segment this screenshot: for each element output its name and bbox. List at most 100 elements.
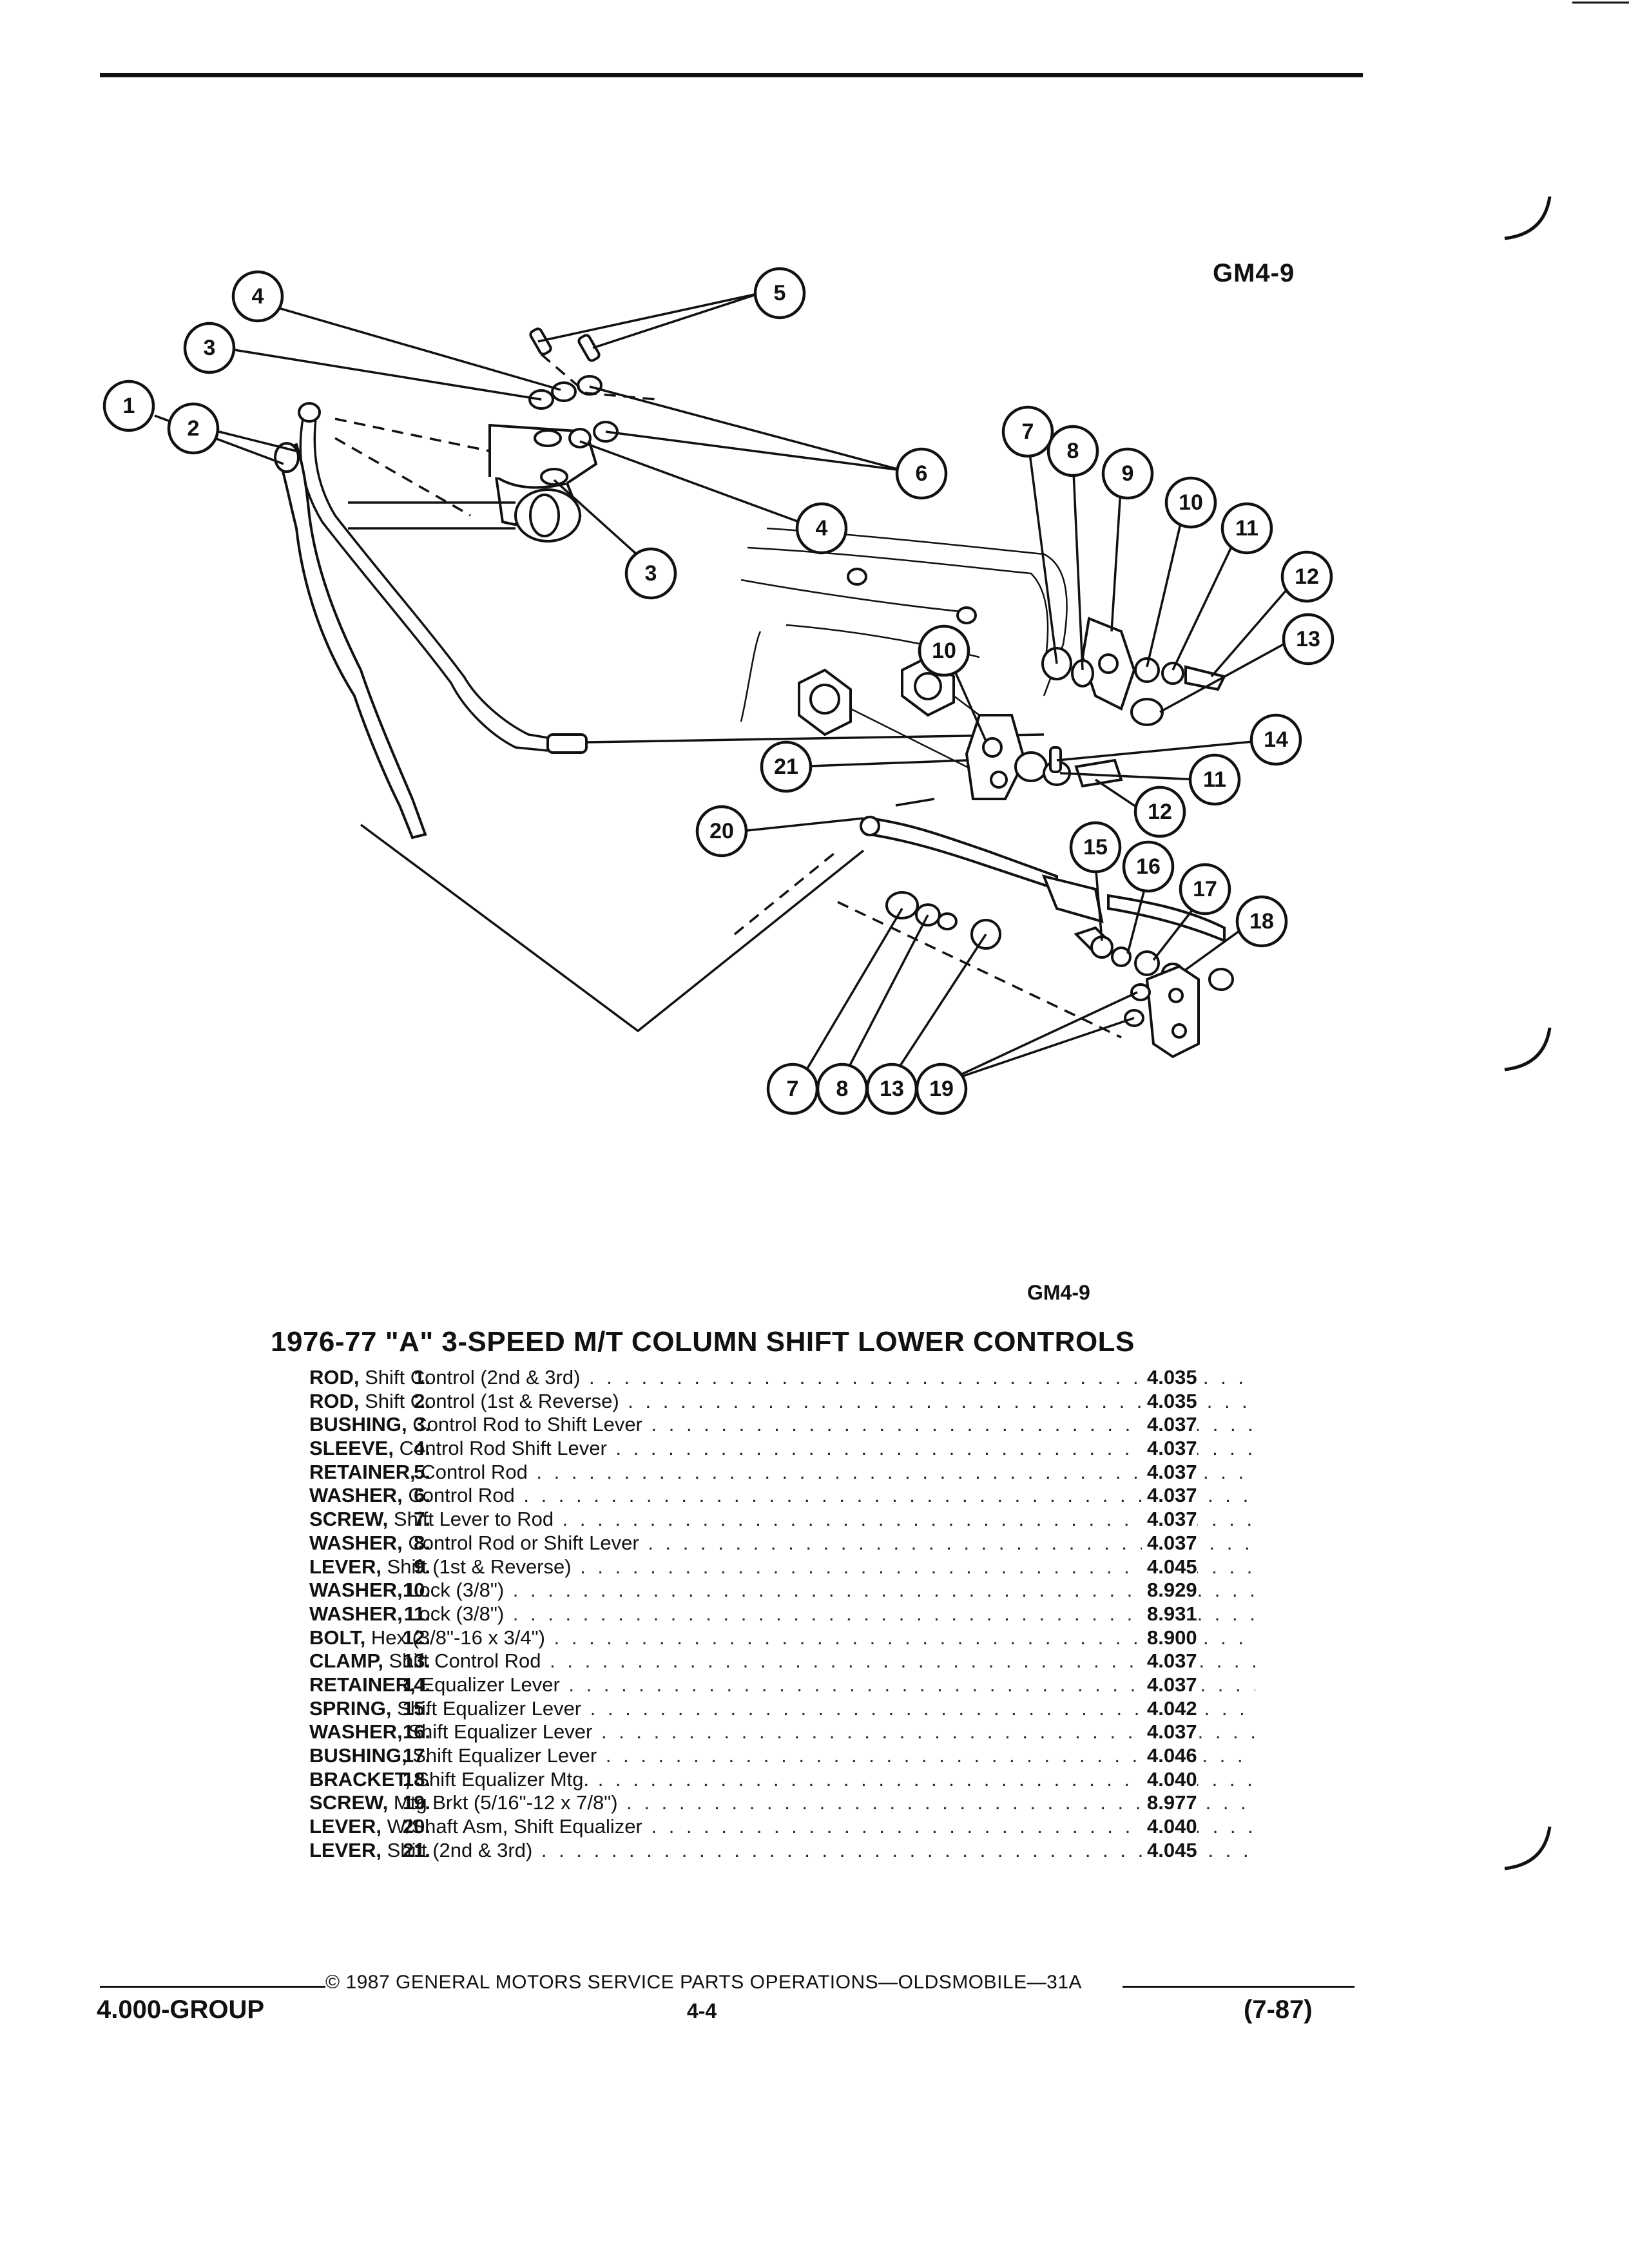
callout: 20 [695, 805, 748, 858]
callout-number: 8 [1067, 439, 1079, 463]
part-number: 4. [414, 1437, 430, 1460]
part-reference: 4.035 [1142, 1389, 1197, 1414]
footer-copyright: © 1987 GENERAL MOTORS SERVICE PARTS OPER… [325, 1972, 1083, 1993]
part-detail: Shift Lever to Rod [393, 1508, 554, 1531]
part-detail: W/Shaft Asm, Shift Equalizer [387, 1815, 642, 1838]
part-detail: Shift Equalizer Lever [412, 1744, 597, 1767]
callout-number: 17 [1193, 877, 1217, 901]
callout: 1 [102, 380, 155, 432]
callout: 15 [1069, 821, 1122, 874]
part-number: 21. [402, 1838, 430, 1861]
upper-shift-lever-assembly [334, 327, 658, 543]
part-reference: 8.931 [1142, 1602, 1197, 1626]
part-description: SLEEVE, Control Rod Shift Lever . . . . … [309, 1437, 1255, 1461]
callout-number: 12 [1295, 564, 1319, 589]
part-detail: Control Rod [421, 1460, 528, 1483]
part-detail: Shift Control (2nd & 3rd) [365, 1366, 581, 1389]
part-reference: 4.042 [1142, 1696, 1197, 1721]
part-number: 17. [402, 1744, 430, 1767]
callout-number: 3 [645, 561, 657, 586]
callout: 11 [1188, 753, 1241, 806]
parts-list-row: 1.ROD, Shift Control (2nd & 3rd) . . . .… [193, 1366, 1255, 1390]
part-name: SPRING, [309, 1696, 392, 1720]
part-description: BOLT, Hex (3/8"-16 x 3/4") . . . . . . .… [309, 1626, 1255, 1650]
callout: 12 [1133, 785, 1186, 838]
part-description: BRACKET, Shift Equalizer Mtg. . . . . . … [309, 1768, 1255, 1792]
part-description: WASHER, Control Rod . . . . . . . . . . … [309, 1484, 1255, 1508]
part-detail: Lock (3/8") [408, 1579, 505, 1602]
callout: 14 [1249, 713, 1302, 766]
part-number: 9. [414, 1555, 430, 1578]
callout-number: 2 [188, 416, 200, 441]
part-detail: Mtg Brkt (5/16"-12 x 7/8") [393, 1791, 618, 1814]
part-detail: Shift Control Rod [389, 1649, 541, 1673]
callout: 6 [895, 447, 948, 500]
callout: 10 [918, 624, 970, 677]
part-number: 10. [402, 1579, 430, 1602]
callout-number: 5 [774, 281, 786, 305]
leader-dots: . . . . . . . . . . . . . . . . . . . . … [523, 1484, 1255, 1507]
callout: 4 [795, 502, 848, 555]
part-number: 20. [402, 1815, 430, 1838]
part-detail: Shift Equalizer Lever [408, 1720, 593, 1744]
callout: 7 [766, 1062, 819, 1115]
callout: 10 [1164, 476, 1217, 529]
part-number: 3. [414, 1413, 430, 1436]
callout: 8 [816, 1062, 869, 1115]
callout-number: 6 [916, 461, 928, 486]
callout: 4 [231, 270, 284, 323]
part-name: LEVER, [309, 1555, 381, 1578]
part-detail: Equalizer Lever [421, 1673, 560, 1696]
part-reference: 4.037 [1142, 1649, 1197, 1673]
parts-list-row: 20.LEVER, W/Shaft Asm, Shift Equalizer .… [193, 1815, 1255, 1839]
part-description: RETAINER, Equalizer Lever . . . . . . . … [309, 1673, 1255, 1697]
callout: 18 [1235, 895, 1288, 948]
leader-dots: . . . . . . . . . . . . . . . . . . . . … [512, 1602, 1255, 1625]
part-detail: Shift (2nd & 3rd) [387, 1838, 533, 1861]
part-name: SCREW, [309, 1791, 389, 1814]
figure-code-bottom: GM4-9 [1027, 1281, 1090, 1304]
part-name: RETAINER, [309, 1460, 416, 1483]
part-reference: 4.040 [1142, 1767, 1197, 1792]
part-description: LEVER, Shift (1st & Reverse) . . . . . .… [309, 1555, 1255, 1579]
part-number: 5. [414, 1460, 430, 1483]
part-name: BRACKET, [309, 1767, 410, 1791]
part-number: 6. [414, 1484, 430, 1507]
callout-number: 15 [1083, 835, 1108, 860]
part-description: LEVER, Shift (2nd & 3rd) . . . . . . . .… [309, 1839, 1255, 1863]
part-name: LEVER, [309, 1838, 381, 1861]
part-detail: Lock (3/8") [408, 1602, 505, 1625]
callout: 9 [1101, 447, 1154, 500]
part-number: 15. [402, 1696, 430, 1720]
part-detail: Control Rod to Shift Lever [412, 1413, 642, 1436]
parts-list-row: 21.LEVER, Shift (2nd & 3rd) . . . . . . … [193, 1838, 1255, 1863]
leader-dots: . . . . . . . . . . . . . . . . . . . . … [562, 1508, 1255, 1531]
parts-list-row: 10.WASHER, Lock (3/8") . . . . . . . . .… [193, 1579, 1255, 1602]
callout-number: 9 [1122, 461, 1134, 486]
parts-list-row: 6.WASHER, Control Rod . . . . . . . . . … [193, 1484, 1255, 1508]
callout: 19 [915, 1062, 968, 1115]
parts-list-row: 13.CLAMP, Shift Control Rod . . . . . . … [193, 1649, 1255, 1673]
part-reference: 4.037 [1142, 1673, 1197, 1697]
callout-number: 4 [816, 516, 828, 541]
part-reference: 4.037 [1142, 1413, 1197, 1437]
part-detail: Control Rod Shift Lever [399, 1437, 607, 1460]
part-detail: Shift Control (1st & Reverse) [365, 1389, 619, 1412]
part-description: WASHER, Lock (3/8") . . . . . . . . . . … [309, 1579, 1255, 1602]
part-reference: 4.037 [1142, 1460, 1197, 1485]
exploded-diagram: 1 2 3 4 5 3 4 6 7 8 9 10 11 12 13 14 10 … [102, 267, 1335, 1115]
part-number: 2. [414, 1389, 430, 1412]
part-reference: 4.037 [1142, 1437, 1197, 1461]
parts-list-row: 18.BRACKET, Shift Equalizer Mtg. . . . .… [193, 1767, 1255, 1792]
part-description: WASHER, Shift Equalizer Lever . . . . . … [309, 1720, 1255, 1744]
parts-list-row: 19.SCREW, Mtg Brkt (5/16"-12 x 7/8") . .… [193, 1791, 1255, 1816]
parts-list-row: 2.ROD, Shift Control (1st & Reverse) . .… [193, 1389, 1255, 1414]
part-description: WASHER, Lock (3/8") . . . . . . . . . . … [309, 1602, 1255, 1626]
callout-number: 1 [123, 394, 135, 418]
callout: 3 [183, 322, 236, 374]
part-description: SPRING, Shift Equalizer Lever . . . . . … [309, 1697, 1255, 1721]
parts-list-row: 14.RETAINER, Equalizer Lever . . . . . .… [193, 1673, 1255, 1697]
callout: 5 [753, 267, 806, 320]
parts-list-title: 1976-77 "A" 3-SPEED M/T COLUMN SHIFT LOW… [271, 1326, 1135, 1358]
part-name: WASHER, [309, 1602, 403, 1625]
